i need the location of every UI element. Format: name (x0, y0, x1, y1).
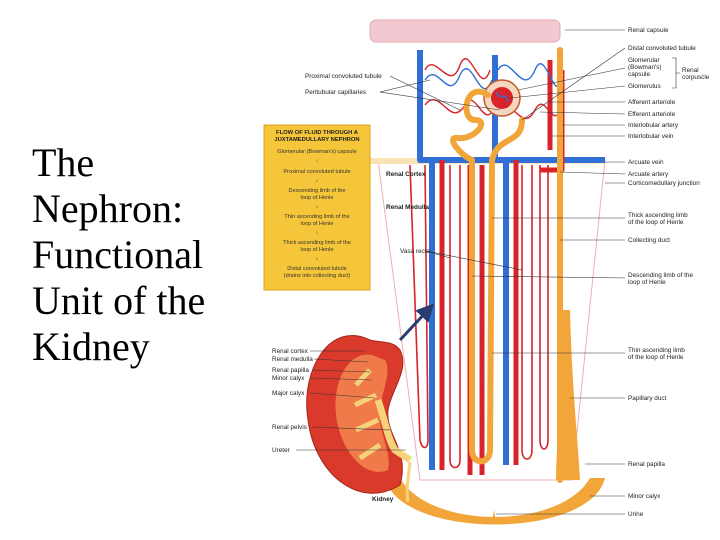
title-line: Functional (32, 232, 204, 277)
flow-step: loop of Henle (301, 247, 334, 253)
kidney-illustration (306, 303, 435, 503)
label-corticomedullary: Corticomedullary junction (628, 180, 700, 187)
label-renal-capsule: Renal capsule (628, 27, 669, 34)
flow-box: FLOW OF FLUID THROUGH A JUXTAMEDULLARY N… (263, 124, 371, 291)
label-vasa-recta: Vasa recta (400, 248, 431, 255)
flow-arrow: ↓ (316, 178, 319, 184)
label-renal-cortex: Renal Cortex (386, 171, 426, 178)
label-peritubular: Peritubular capillaries (305, 89, 366, 96)
flow-step: Glomerular (Bowman's) capsule (277, 149, 356, 155)
label-kidney-papilla: Renal papilla (272, 367, 309, 374)
label-arcuate-vein: Arcuate vein (628, 159, 664, 166)
label-descending-limb: Descending limb of the (628, 272, 693, 279)
renal-capsule-band (369, 19, 561, 43)
urine-drop (492, 510, 496, 522)
label-papillary-duct: Papillary duct (628, 395, 667, 402)
label-glomerular-capsule: (Bowman's) (628, 64, 662, 71)
label-kidney-medulla: Renal medulla (272, 356, 313, 363)
label-renal-corpuscle: Renal (682, 67, 699, 74)
label-interlobular-artery: Interlobular artery (628, 122, 679, 129)
flow-step: Proximal convoluted tubule (283, 169, 350, 175)
label-afferent: Afferent arteriole (628, 99, 676, 106)
flow-step: loop of Henle (301, 195, 334, 201)
flow-box-heading: JUXTAMEDULLARY NEPHRON (274, 137, 359, 143)
flow-step: Thin ascending limb of the (284, 214, 349, 220)
label-renal-papilla: Renal papilla (628, 461, 665, 468)
label-thin-ascending: Thin ascending limb (628, 347, 685, 354)
label-arcuate-artery: Arcuate artery (628, 171, 669, 178)
flow-arrow: ↓ (316, 158, 319, 164)
flow-step: Descending limb of the (289, 188, 346, 194)
left-labels: Proximal convoluted tubule Peritubular c… (305, 73, 523, 271)
collecting-duct (556, 310, 580, 480)
label-distal-tubule: Distal convoluted tubule (628, 45, 696, 52)
flow-step: Thick ascending limb of the (283, 240, 351, 246)
label-thick-ascending: of the loop of Henle (628, 219, 684, 226)
flow-step: Distal convoluted tubule (287, 266, 346, 272)
label-kidney-ureter: Ureter (272, 447, 291, 454)
nephron-diagram: FLOW OF FLUID THROUGH A JUXTAMEDULLARY N… (263, 19, 710, 525)
label-kidney-caption: Kidney (372, 496, 394, 503)
renal-corpuscle (483, 79, 521, 117)
flow-arrow: ↓ (316, 230, 319, 236)
label-kidney-pelvis: Renal pelvis (272, 424, 307, 431)
label-efferent: Efferent arteriole (628, 111, 676, 118)
label-renal-medulla: Renal Medulla (386, 204, 429, 211)
label-glomerular-capsule: capsule (628, 71, 650, 78)
label-thin-ascending: of the loop of Henle (628, 354, 684, 361)
label-kidney-cortex: Renal cortex (272, 348, 309, 355)
label-interlobular-vein: Interlobular vein (628, 133, 674, 140)
label-thick-ascending: Thick ascending limb (628, 212, 688, 219)
title-line: Nephron: (32, 186, 184, 231)
label-urine: Urine (628, 511, 644, 518)
kidney-labels: Renal cortex Renal medulla Renal papilla… (272, 348, 406, 503)
label-glomerular-capsule: Glomerular (628, 57, 660, 64)
label-kidney-major-calyx: Major calyx (272, 390, 305, 397)
flow-arrow: ↓ (316, 204, 319, 210)
label-collecting-duct: Collecting duct (628, 237, 670, 244)
label-kidney-minor-calyx: Minor calyx (272, 375, 305, 382)
title-line: The (32, 140, 95, 185)
title-line: Unit of the (32, 278, 206, 323)
vasa-recta (409, 164, 549, 469)
flow-arrow: ↓ (316, 256, 319, 262)
slide-title: The Nephron: Functional Unit of the Kidn… (32, 140, 262, 370)
flow-box-heading: FLOW OF FLUID THROUGH A (276, 130, 359, 136)
flow-step: loop of Henle (301, 221, 334, 227)
renal-papilla (385, 478, 605, 525)
flow-step: (drains into collecting duct) (284, 273, 351, 279)
right-labels: Renal capsule Distal convoluted tubule G… (471, 27, 710, 518)
nephron-tubule (450, 47, 563, 483)
label-glomerulus: Glomerulus (628, 83, 661, 90)
label-minor-calyx: Minor calyx (628, 493, 661, 500)
label-renal-corpuscle: corpuscle (682, 74, 710, 81)
label-proximal-tubule: Proximal convoluted tubule (305, 73, 382, 80)
label-descending-limb: loop of Henle (628, 279, 666, 286)
title-line: Kidney (32, 324, 150, 369)
